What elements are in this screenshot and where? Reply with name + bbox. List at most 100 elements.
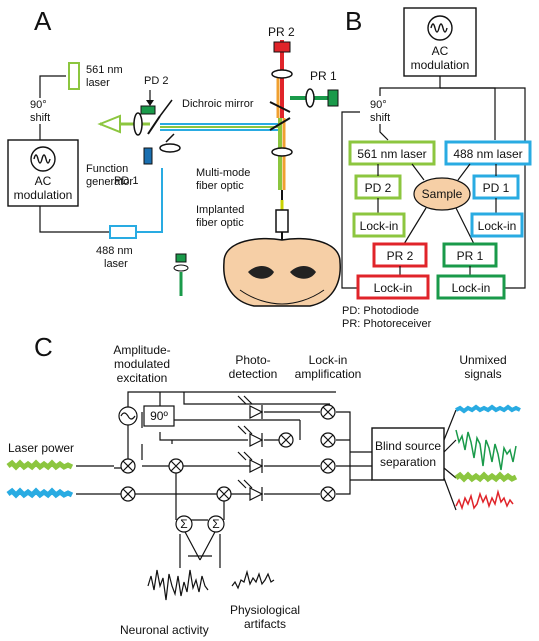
filter-icon	[175, 253, 187, 263]
b-lockin-1-label: Lock-in	[360, 219, 399, 233]
wire-488	[39, 206, 110, 233]
implanted-label-2: fiber optic	[196, 217, 244, 229]
implanted-label-1: Implanted	[196, 204, 244, 216]
ac-mod-label-b-1: AC	[432, 44, 449, 58]
c-wire-mid	[114, 412, 256, 495]
dichroic-label: Dichroic mirror	[182, 98, 254, 110]
b-shift-label-2: shift	[370, 112, 390, 124]
c-physio-trace	[231, 569, 275, 590]
c-sigma-2-label: Σ	[212, 517, 219, 531]
c-wire-sigma-out	[183, 529, 217, 561]
laser-561-box	[68, 62, 80, 90]
pr2-detector	[273, 41, 291, 53]
pd2-arrowhead	[146, 100, 154, 106]
filter-lens	[173, 264, 189, 272]
function-gen-label-2: generator	[86, 176, 133, 188]
c-wire-lockout	[336, 411, 351, 495]
b-laser-488-box	[444, 140, 532, 166]
c-laser-trace-green	[6, 459, 74, 471]
pr2-label: PR 2	[268, 25, 295, 39]
pr1-lens	[305, 88, 315, 108]
b-lockin-3	[356, 274, 430, 300]
sine-icon-b	[430, 23, 448, 33]
c-bss-in	[350, 451, 372, 481]
lens-icon-2	[159, 143, 181, 153]
ac-wave-icon-b	[427, 15, 453, 41]
dichroic-2	[159, 99, 173, 117]
ventricles	[248, 266, 316, 279]
b-lockin-4-label: Lock-in	[452, 281, 491, 295]
c-photo-2: detection	[229, 367, 278, 381]
ac-mod-box-b	[403, 7, 477, 77]
laser-561-label-1: 561 nm	[86, 64, 123, 76]
panel-c-letter: C	[34, 332, 53, 362]
objective-lens	[271, 147, 293, 157]
c-out-trace-red	[455, 489, 514, 511]
ac-mod-box-a	[7, 139, 79, 207]
c-lockin-1: Lock-in	[309, 353, 348, 367]
c-unmixed-2: signals	[464, 367, 501, 381]
c-laser-power-label: Laser power	[8, 441, 74, 455]
b-laser-561-label: 561 nm laser	[357, 147, 426, 161]
c-physio-label-1: Physiological	[230, 603, 300, 617]
c-amp-mod-1: Amplitude-	[113, 343, 170, 357]
b-shift-label-1: 90°	[370, 99, 387, 111]
b-pr1-label: PR 1	[457, 249, 484, 263]
dichroic-1	[147, 115, 161, 135]
c-amp-mod-3: excitation	[117, 371, 168, 385]
c-physio-label-2: artifacts	[244, 617, 286, 631]
b-wire-left	[341, 111, 360, 289]
c-laser-trace-blue	[6, 487, 74, 499]
c-bss-box[interactable]	[371, 427, 445, 481]
b-laser-488-label: 488 nm laser	[453, 147, 522, 161]
b-wire-561	[379, 124, 389, 141]
b-sample	[413, 177, 471, 211]
function-gen-label-1: Function	[86, 163, 128, 175]
mirror-icon	[165, 133, 175, 143]
pd1-label: PD 1	[114, 175, 138, 187]
c-neuronal-label: Neuronal activity	[120, 623, 209, 637]
c-phase-label: 90º	[150, 409, 168, 423]
dichroic-3	[269, 101, 291, 113]
b-lockin-4	[436, 274, 506, 300]
brain-inner-line	[239, 289, 325, 305]
panel-a-letter: A	[34, 6, 52, 36]
b-sample-label: Sample	[422, 187, 463, 201]
c-sigma-1	[175, 515, 193, 533]
b-pr2-label: PR 2	[387, 249, 414, 263]
c-wire-top	[127, 391, 336, 468]
b-legend-pd: PD: Photodiode	[342, 305, 419, 317]
c-bss-label-1: Blind source	[375, 439, 441, 453]
pr1-label: PR 1	[310, 69, 337, 83]
ac-mod-label-a-2: modulation	[14, 188, 73, 202]
b-arrow-sample-pr1	[455, 207, 475, 245]
lens-icon-1	[133, 112, 143, 136]
b-lockin-1	[352, 212, 406, 238]
laser-488-box	[109, 225, 137, 239]
c-photo-1: Photo-	[235, 353, 270, 367]
b-pd2-label: PD 2	[365, 181, 392, 195]
combined-beam-1	[160, 123, 280, 131]
c-out-trace-blue	[455, 404, 521, 414]
mm-fiber-label-2: fiber optic	[196, 180, 244, 192]
dichroic-4	[269, 117, 291, 131]
b-wire-right	[440, 87, 526, 289]
implant-ferrule	[275, 209, 289, 233]
b-laser-561-box	[348, 140, 436, 166]
c-sine-icon	[120, 412, 136, 420]
c-wire-detect	[264, 411, 320, 495]
panel-b-letter: B	[345, 6, 362, 36]
laser-488-label-1: 488 nm	[96, 245, 133, 257]
b-lockin-2-label: Lock-in	[478, 219, 517, 233]
c-neuronal-trace	[147, 569, 209, 601]
c-out-trace-green	[455, 429, 517, 471]
c-amp-mod-2: modulated	[114, 357, 170, 371]
b-legend-pr: PR: Photoreceiver	[342, 318, 432, 330]
c-unmixed-1: Unmixed	[459, 353, 506, 367]
c-sigma-1-label: Σ	[180, 517, 187, 531]
c-sigma-2	[207, 515, 225, 533]
beam-expander	[97, 114, 121, 134]
ac-wave-icon-a	[30, 146, 56, 172]
brain-section	[223, 237, 341, 307]
